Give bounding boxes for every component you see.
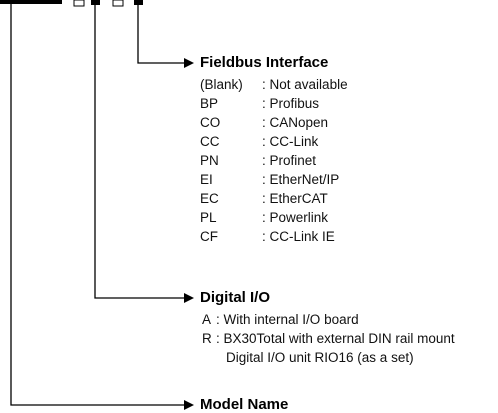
option-code: BP [200,96,219,111]
model-arrow-icon [184,400,194,410]
list-item: BP: Profibus [200,94,348,113]
code-box-1 [73,0,85,7]
option-label: CANopen [269,115,329,130]
option-code: CC [200,134,220,149]
option-code: (Blank) [200,77,243,92]
separator: : [262,229,266,244]
option-label: CC-Link IE [269,229,335,244]
option-label: Powerlink [269,210,329,225]
model-name-title: Model Name [200,396,289,413]
list-item: CC: CC-Link [200,132,348,151]
code-box-2 [112,0,124,7]
digital-io-connector [94,5,184,299]
option-code: PN [200,153,219,168]
fieldbus-connector [137,5,184,64]
digital-io-arrow-icon [184,293,194,303]
separator: : [262,77,266,92]
separator: : [262,96,266,111]
list-item: A: With internal I/O board [202,310,455,329]
digital-io-options: A: With internal I/O board R: BX30Total … [202,310,455,367]
option-label: EtherNet/IP [269,172,340,187]
list-item: EI: EtherNet/IP [200,170,348,189]
list-item: R: BX30Total with external DIN rail moun… [202,329,455,348]
separator: : [262,134,266,149]
option-label: CC-Link [269,134,319,149]
separator: : [262,191,266,206]
fieldbus-title: Fieldbus Interface [200,54,329,71]
separator: : [262,115,266,130]
option-code: CO [200,115,221,130]
separator: : [216,312,220,327]
separator: : [216,331,220,346]
option-label: EtherCAT [269,191,328,206]
code-box-digital-io [91,0,100,5]
separator: : [262,210,266,225]
list-item: PL: Powerlink [200,208,348,227]
list-item: (Blank): Not available [200,75,348,94]
option-code: A [202,312,212,327]
list-item: EC: EtherCAT [200,189,348,208]
code-box-fieldbus [134,0,143,5]
option-label-continued: Digital I/O unit RIO16 (as a set) [226,350,414,365]
separator: : [262,153,266,168]
option-label: Profibus [269,96,320,111]
fieldbus-options: (Blank): Not available BP: Profibus CO: … [200,75,348,246]
list-item-continuation: Digital I/O unit RIO16 (as a set) [202,348,455,367]
option-code: R [202,331,212,346]
list-item: CO: CANopen [200,113,348,132]
option-code: PL [200,210,217,225]
option-label: Not available [269,77,348,92]
option-code: EI [200,172,213,187]
option-code: CF [200,229,218,244]
option-label: Profinet [269,153,317,168]
option-label: BX30Total with external DIN rail mount [223,331,455,346]
separator: : [262,172,266,187]
list-item: CF: CC-Link IE [200,227,348,246]
fieldbus-arrow-icon [184,58,194,68]
model-connector [10,4,184,406]
list-item: PN: Profinet [200,151,348,170]
option-code: EC [200,191,219,206]
digital-io-title: Digital I/O [200,289,271,306]
option-label: With internal I/O board [223,312,359,327]
